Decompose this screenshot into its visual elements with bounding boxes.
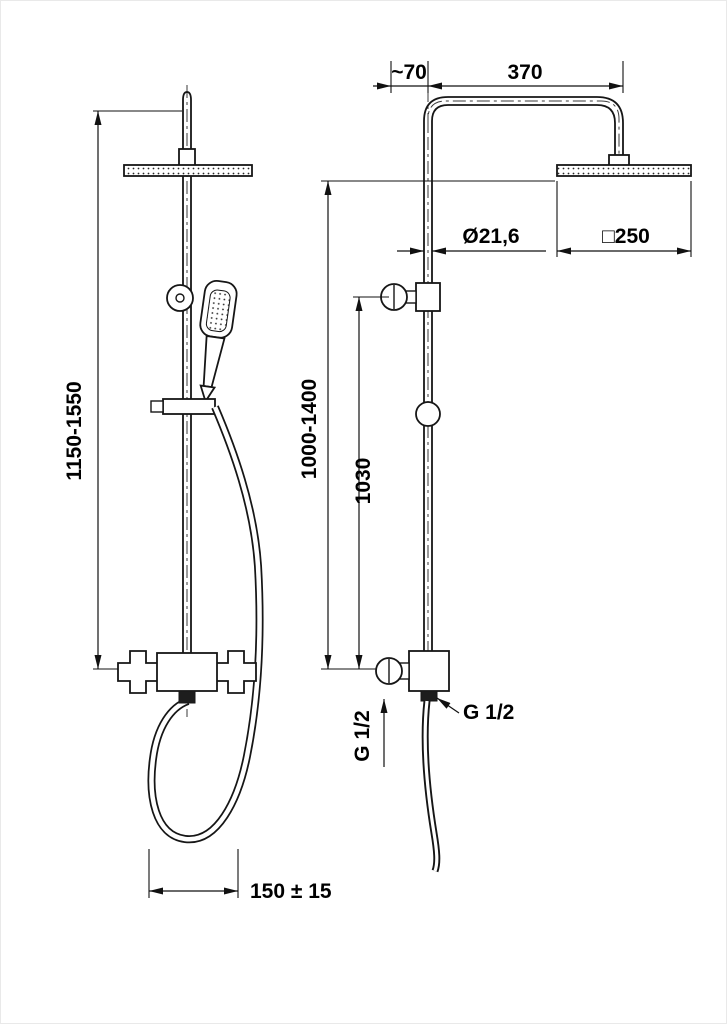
dim-pipe-diameter: Ø21,6 bbox=[397, 225, 546, 255]
mixer-handle-left bbox=[117, 650, 159, 694]
dim-label-riser-height: 1000-1400 bbox=[298, 379, 321, 479]
riser-connector-side bbox=[415, 401, 441, 427]
hose-core bbox=[149, 406, 262, 842]
dim-label-wall-offset: ~70 bbox=[391, 61, 427, 84]
mixer-body-front bbox=[156, 652, 218, 692]
diverter-valve bbox=[380, 282, 441, 312]
dim-label-thread-outlet: G 1/2 bbox=[463, 701, 514, 724]
dim-top: ~70 370 bbox=[373, 61, 624, 93]
dim-label-thread-wall: G 1/2 bbox=[351, 710, 374, 761]
hand-shower-handle bbox=[202, 334, 226, 389]
dim-thread-outlet: G 1/2 bbox=[436, 697, 514, 724]
mixer-front bbox=[117, 650, 257, 704]
mixer-outlet-front bbox=[178, 690, 196, 704]
rain-shower-head-side bbox=[556, 164, 692, 177]
holder-knob-center bbox=[175, 293, 185, 303]
slider-bracket-front bbox=[162, 398, 216, 415]
dim-label-pipe-diameter: Ø21,6 bbox=[462, 225, 519, 248]
dim-label-diverter-height: 1030 bbox=[352, 458, 375, 505]
mixer-outlet-side bbox=[420, 690, 438, 702]
hand-shower-connector bbox=[199, 384, 217, 404]
dim-thread-wall: G 1/2 bbox=[351, 699, 388, 767]
front-view: 1150-1550 150 ± 15 bbox=[63, 85, 332, 903]
rain-shower-head-front bbox=[123, 164, 253, 177]
dim-label-height-front: 1150-1550 bbox=[63, 381, 86, 480]
holder-knob-front bbox=[166, 284, 194, 312]
side-view: ~70 370 Ø21,6 □250 bbox=[298, 61, 692, 873]
hand-shower-face bbox=[205, 289, 231, 333]
hand-shower-side bbox=[421, 700, 441, 873]
front-riser-pipe bbox=[182, 91, 192, 654]
dim-diverter-height: 1030 bbox=[352, 296, 389, 669]
dim-inlet-spacing: 150 ± 15 bbox=[148, 849, 332, 903]
dim-label-inlet-spacing: 150 ± 15 bbox=[250, 880, 332, 903]
dim-height-front: 1150-1550 bbox=[63, 110, 182, 670]
shower-arm bbox=[423, 96, 624, 164]
mixer-handle-right bbox=[215, 650, 257, 694]
hose-side-core bbox=[423, 700, 439, 872]
arm-centerline bbox=[427, 100, 620, 173]
dim-label-arm-length: 370 bbox=[507, 61, 542, 84]
dim-head-size: □250 bbox=[556, 181, 692, 257]
shower-hose-front bbox=[147, 405, 264, 844]
mixer-side bbox=[375, 650, 450, 702]
hand-shower-front bbox=[199, 280, 238, 404]
slider-knob-front bbox=[150, 400, 164, 413]
diverter-body bbox=[415, 282, 441, 312]
dim-riser-height: 1000-1400 bbox=[298, 180, 555, 670]
dim-label-head-size: □250 bbox=[602, 225, 650, 248]
mixer-body-side bbox=[408, 650, 450, 692]
